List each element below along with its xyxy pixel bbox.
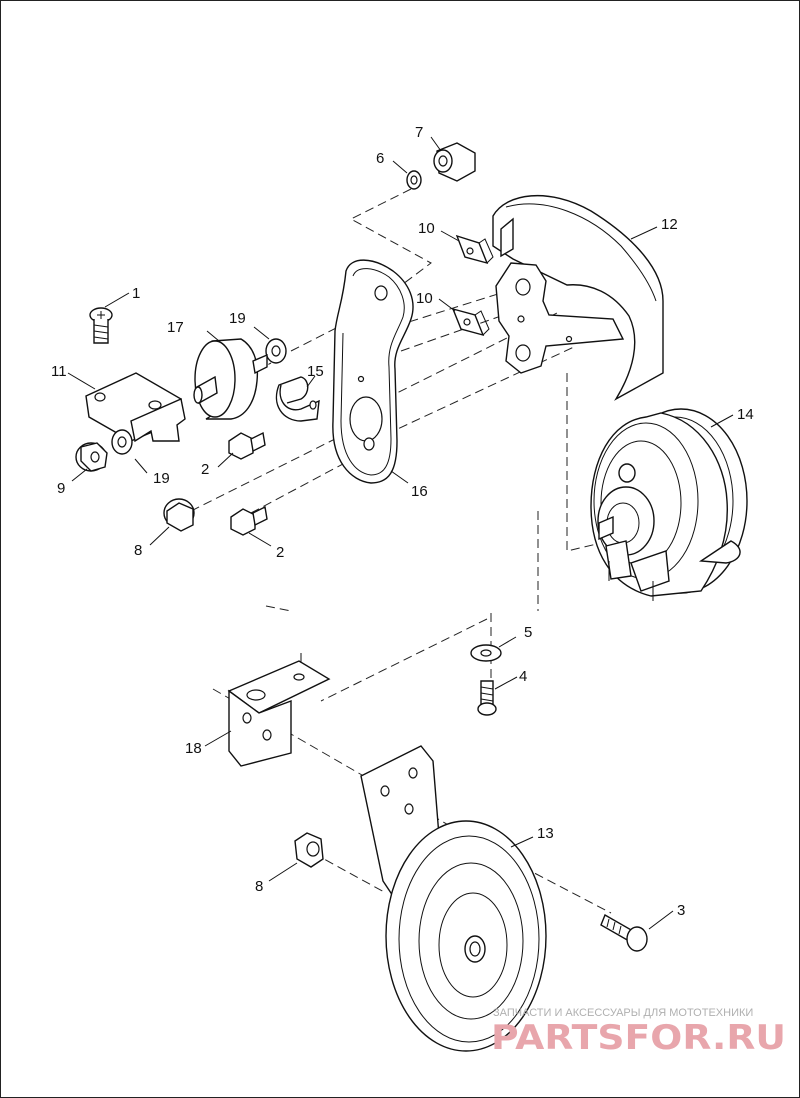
part-19-washer-upper <box>265 338 287 364</box>
callout-12: 12 <box>661 216 678 233</box>
callout-8-upper: 8 <box>134 542 142 559</box>
callout-3: 3 <box>677 902 685 919</box>
callout-10-upper: 10 <box>418 220 435 237</box>
callout-6: 6 <box>376 150 384 167</box>
part-19-washer-lower <box>111 429 133 455</box>
part-11-bracket <box>85 372 186 443</box>
callout-labels: 1 17 19 11 15 2 9 19 8 2 16 6 7 10 10 12… <box>51 124 754 919</box>
callout-18: 18 <box>185 740 202 757</box>
part-2-bolt-lower <box>230 505 268 536</box>
callout-1: 1 <box>132 285 140 302</box>
part-7-nut <box>433 142 476 182</box>
part-9-flange-nut <box>75 442 108 472</box>
callout-13: 13 <box>537 825 554 842</box>
callout-17: 17 <box>167 319 184 336</box>
part-2-bolt-upper <box>228 431 266 460</box>
part-13-horn-with-bracket <box>360 745 547 1052</box>
callout-16: 16 <box>411 483 428 500</box>
callout-5: 5 <box>524 624 532 641</box>
part-6-washer <box>406 170 422 190</box>
callout-19-upper: 19 <box>229 310 246 327</box>
part-10-clip-upper <box>455 234 494 265</box>
callout-19-lower: 19 <box>153 470 170 487</box>
part-10-clip-lower <box>451 307 490 337</box>
part-18-angle-bracket <box>227 653 331 767</box>
callout-15: 15 <box>307 363 324 380</box>
callout-4: 4 <box>519 668 527 685</box>
part-8-flange-nut-lower <box>294 832 324 868</box>
watermark-brand: PARTSFOR.RU <box>491 1018 786 1058</box>
callout-14: 14 <box>737 406 754 423</box>
callout-2-upper: 2 <box>201 461 209 478</box>
watermark-tagline: ЗАПЧАСТИ И АКСЕССУАРЫ ДЛЯ МОТОТЕХНИКИ <box>493 1007 753 1019</box>
callout-9: 9 <box>57 480 65 497</box>
callout-8-lower: 8 <box>255 878 263 895</box>
callout-7: 7 <box>415 124 423 141</box>
watermark: ЗАПЧАСТИ И АКСЕССУАРЫ ДЛЯ МОТОТЕХНИКИ PA… <box>491 1007 786 1058</box>
part-5-washer <box>470 644 502 662</box>
part-14-horn <box>590 408 748 601</box>
part-4-screw <box>477 680 497 716</box>
part-17-rubber-mount <box>193 338 268 420</box>
part-1-screw <box>89 307 113 344</box>
callout-11: 11 <box>51 363 67 380</box>
part-16-mounting-plate <box>332 259 414 484</box>
part-3-screw <box>600 913 648 952</box>
callout-2-lower: 2 <box>276 544 284 561</box>
callout-10-lower: 10 <box>416 290 433 307</box>
part-8-flange-nut-upper <box>163 498 195 532</box>
part-15-p-clamp <box>275 376 320 422</box>
part-12-horn-cover <box>492 194 664 401</box>
leader-lines <box>67 136 734 930</box>
